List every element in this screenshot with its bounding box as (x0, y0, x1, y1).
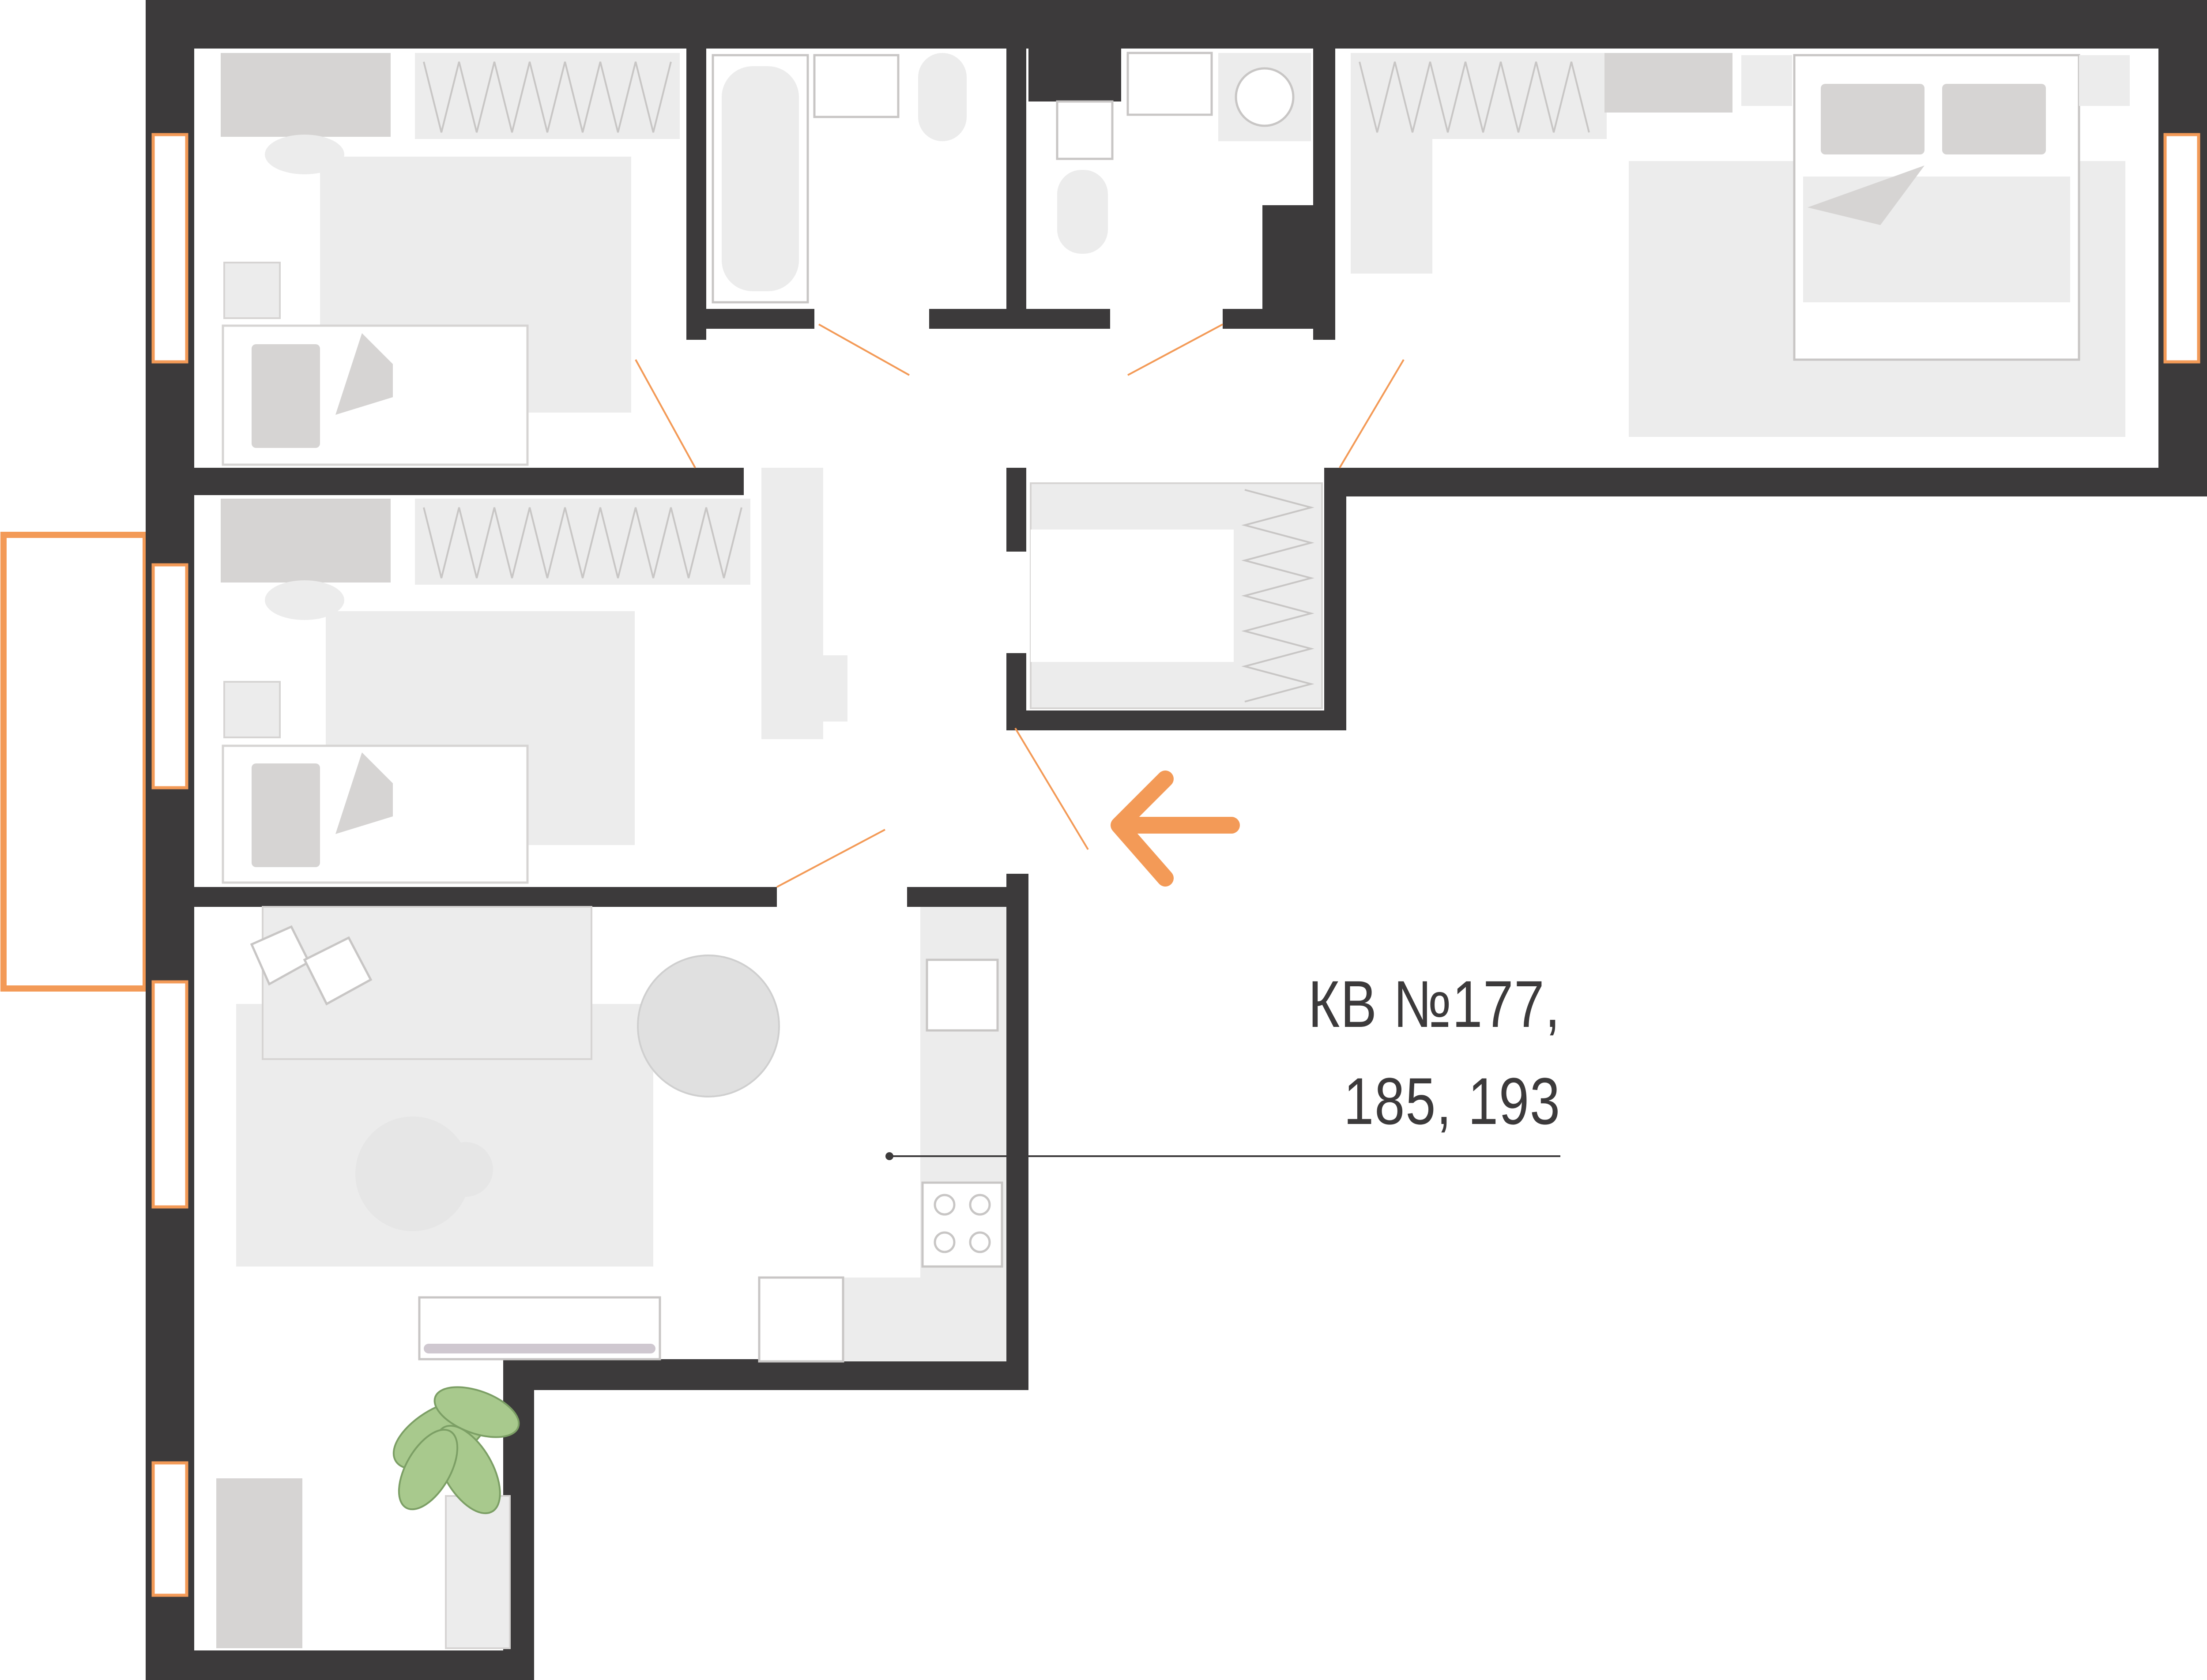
nightstand (223, 262, 281, 319)
sink-icon (1056, 100, 1114, 160)
pillow (1942, 84, 2046, 154)
side-table (438, 1142, 493, 1197)
windows (151, 133, 2200, 1597)
fridge-icon (758, 1276, 844, 1363)
chair-icon (265, 135, 344, 174)
balcony (0, 532, 149, 992)
desk (216, 1478, 302, 1648)
bedroom-2-furniture (221, 468, 847, 884)
wardrobe-inner (1031, 530, 1234, 662)
wardrobe (415, 499, 750, 585)
chair-icon (265, 580, 344, 620)
arrow-left-icon (1111, 770, 1240, 887)
master-bedroom-furniture (1351, 53, 2130, 437)
bathtub-inner (722, 66, 799, 291)
sink-icon (926, 958, 999, 1032)
hall-seat (808, 655, 847, 722)
toilet-icon (918, 53, 967, 141)
toilet-icon (1057, 170, 1108, 254)
wardrobe (415, 53, 680, 139)
desk (221, 499, 391, 583)
pillow (252, 763, 320, 867)
plant-icon (392, 1386, 520, 1515)
nightstand (1741, 55, 1792, 106)
window-living (151, 980, 188, 1209)
hall-wardrobe (1030, 482, 1323, 709)
interior-walls (194, 49, 1346, 907)
window-study (151, 1461, 188, 1597)
sofa (262, 906, 592, 1060)
window-master-bedroom (2163, 133, 2200, 364)
wc (1056, 52, 1311, 254)
tv-icon (424, 1344, 655, 1353)
sink-icon (1126, 52, 1213, 116)
coffee-table (355, 1116, 470, 1231)
door-swings (635, 323, 1405, 888)
blanket-fold-icon (335, 333, 393, 415)
bedroom-1-furniture (221, 53, 680, 466)
nightstand (223, 681, 281, 738)
window-bedroom-2 (151, 563, 188, 789)
nightstand (2079, 55, 2130, 106)
window-bedroom-1 (151, 133, 188, 364)
desk (1604, 53, 1732, 113)
bathroom (712, 53, 967, 304)
cushion-icon (303, 936, 373, 1006)
washing-machine-drum (1235, 67, 1295, 127)
pillow (1821, 84, 1925, 154)
wardrobe (1351, 53, 1607, 139)
apartment-number-line2: 185, 193 (1344, 1064, 1561, 1138)
stove-icon (921, 1181, 1003, 1268)
blanket-fold-icon (1808, 165, 1925, 225)
pillow (252, 344, 320, 448)
wardrobe-pattern-icon (1241, 489, 1314, 703)
wardrobe-pattern-icon (423, 507, 742, 579)
shelf (445, 1495, 511, 1649)
living-kitchen-furniture (216, 906, 1006, 1649)
dining-table (637, 955, 780, 1097)
desk (221, 53, 391, 137)
apartment-number-line1: КВ №177, (1308, 967, 1561, 1041)
sink-icon (813, 54, 900, 118)
wardrobe (1351, 137, 1432, 274)
wardrobe-pattern-icon (1359, 61, 1590, 133)
blanket-fold-icon (335, 752, 393, 834)
wardrobe-pattern-icon (423, 61, 672, 133)
